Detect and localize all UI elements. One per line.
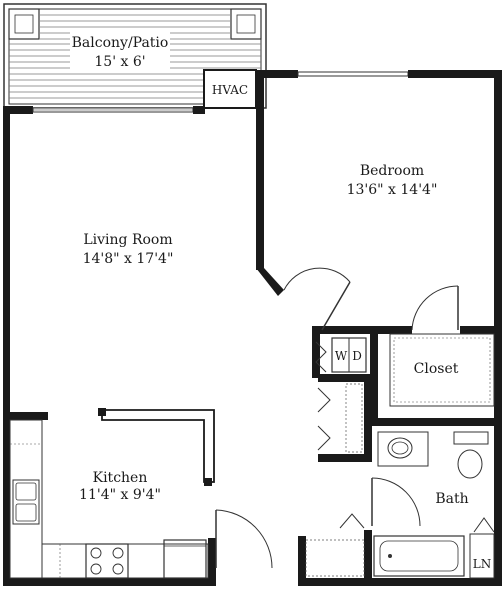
washer-dryer: W D (315, 337, 367, 373)
entry-door (215, 509, 273, 569)
living-room-dims: 14'8" x 17'4" (83, 251, 174, 267)
kitchen-name: Kitchen (93, 470, 148, 486)
kitchen-left-counter (9, 419, 43, 579)
burner-icon (112, 563, 124, 575)
linen-label: LN (473, 557, 491, 571)
burner-icon (90, 547, 102, 559)
toilet-tank (453, 431, 489, 445)
bedroom-name: Bedroom (360, 163, 424, 179)
balcony-post-right (230, 8, 262, 40)
entry-closet-door (339, 513, 365, 529)
kitchen-bottom-counter (41, 543, 209, 579)
linen-closet (469, 533, 495, 579)
balcony-name: Balcony/Patio (72, 35, 169, 51)
refrigerator (163, 539, 207, 579)
burner-icon (112, 547, 124, 559)
dryer-label: D (352, 349, 362, 363)
kitchen-dims: 11'4" x 9'4" (79, 487, 161, 503)
hall-closet (317, 383, 363, 453)
bath-name: Bath (435, 491, 468, 507)
stove (85, 543, 129, 579)
vanity (377, 431, 429, 467)
bathroom: Bath LN (371, 431, 495, 579)
walls (3, 70, 502, 586)
bathtub (373, 535, 465, 577)
bedroom: Bedroom 13'6" x 14'4" (283, 163, 438, 331)
sink-icon (387, 437, 413, 459)
washer-label: W (335, 349, 348, 363)
hvac-label: HVAC (212, 83, 248, 97)
bedroom-dims: 13'6" x 14'4" (347, 182, 438, 198)
bedroom-door-swing (283, 267, 351, 291)
living-room-name: Living Room (83, 232, 172, 248)
hvac-unit: HVAC (203, 69, 257, 109)
closet: Closet (389, 285, 495, 407)
balcony-post-left (8, 8, 40, 40)
toilet-icon (457, 449, 483, 479)
closet-door-swing (411, 285, 459, 331)
closet-name: Closet (414, 361, 459, 377)
living-room: Living Room 14'8" x 17'4" (83, 232, 174, 267)
kitchen-sink (12, 479, 40, 525)
burner-icon (90, 563, 102, 575)
kitchen: Kitchen 11'4" x 9'4" (9, 408, 215, 579)
balcony-dims: 15' x 6' (94, 54, 145, 70)
bath-door-swing (371, 477, 421, 527)
